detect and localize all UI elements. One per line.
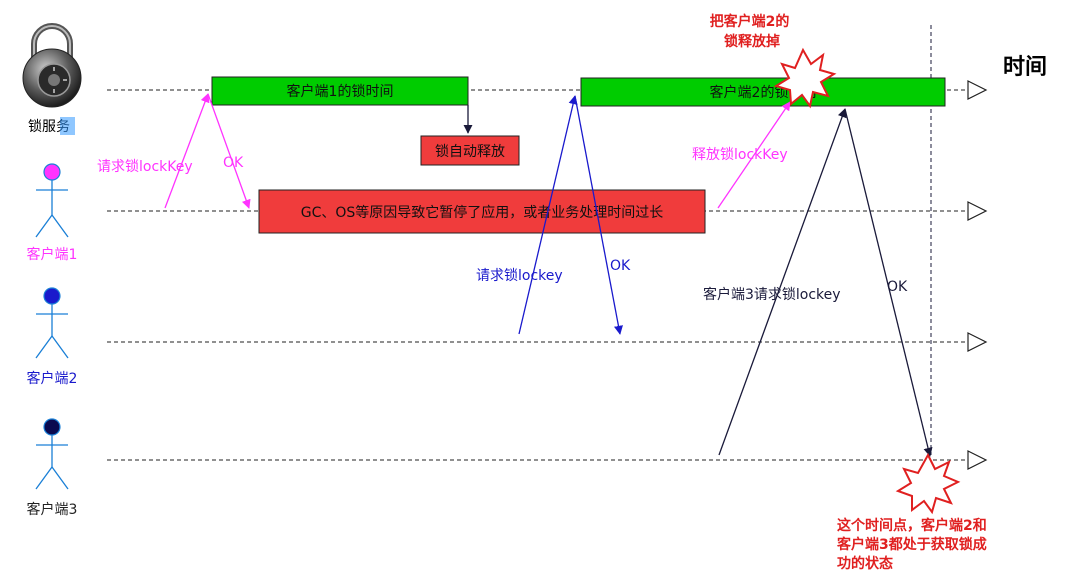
actor-client1-label: 客户端1 bbox=[27, 246, 78, 263]
client2-lock-time-box bbox=[580, 77, 946, 107]
actor-head bbox=[43, 163, 61, 181]
client1-release-arrow bbox=[717, 101, 791, 209]
lock-icon bbox=[22, 23, 82, 108]
timeline-arrowhead bbox=[967, 80, 988, 100]
client1-request-arrow bbox=[164, 93, 210, 209]
actor-head bbox=[43, 418, 61, 436]
client1-lock-time-box bbox=[211, 76, 469, 106]
actor-client2-label: 客户端2 bbox=[27, 370, 78, 387]
lock-service-label-highlight-bg bbox=[60, 117, 75, 135]
client2-ok-arrow bbox=[574, 95, 623, 335]
client3-ok-arrow bbox=[844, 108, 933, 457]
actor-client2 bbox=[35, 287, 69, 359]
explosion-burst-top bbox=[773, 47, 837, 109]
auto-release-box bbox=[420, 135, 520, 166]
client3-request-arrow bbox=[718, 108, 847, 456]
conclusion-annotation: 这个时间点，客户端2和 客户端3都处于获取锁成 功的状态 bbox=[836, 517, 992, 572]
release-client2-annotation: 把客户端2的 锁释放掉 bbox=[710, 13, 795, 50]
client1-lock-time-label: 客户端1的锁时间 bbox=[287, 83, 394, 100]
client1-request-label: 请求锁lockKey bbox=[97, 159, 193, 175]
actor-client3-label: 客户端3 bbox=[27, 501, 78, 518]
client1-ok-label: OK bbox=[223, 155, 244, 171]
client2-request-arrow bbox=[518, 95, 578, 335]
actor-head bbox=[43, 287, 61, 305]
explosion-burst-bottom bbox=[895, 452, 961, 515]
client3-request-label: 客户端3请求锁lockey bbox=[703, 286, 841, 303]
client1-release-label: 释放锁lockKey bbox=[692, 147, 788, 163]
client2-request-label: 请求锁lockey bbox=[476, 268, 563, 284]
client3-ok-label: OK bbox=[887, 279, 908, 295]
timeline-arrowhead bbox=[967, 201, 988, 221]
auto-release-label: 锁自动释放 bbox=[435, 144, 505, 160]
actor-client3 bbox=[35, 418, 69, 490]
gc-pause-box bbox=[258, 189, 706, 234]
client1-ok-arrow bbox=[207, 93, 251, 209]
timeline-arrowhead bbox=[967, 332, 988, 352]
time-title: 时间 bbox=[1003, 55, 1047, 80]
timeline-arrowhead bbox=[967, 450, 988, 470]
client2-ok-label: OK bbox=[610, 258, 631, 274]
gc-pause-label: GC、OS等原因导致它暂停了应用，或者业务处理时间过长 bbox=[301, 204, 664, 221]
actor-client1 bbox=[35, 163, 69, 238]
